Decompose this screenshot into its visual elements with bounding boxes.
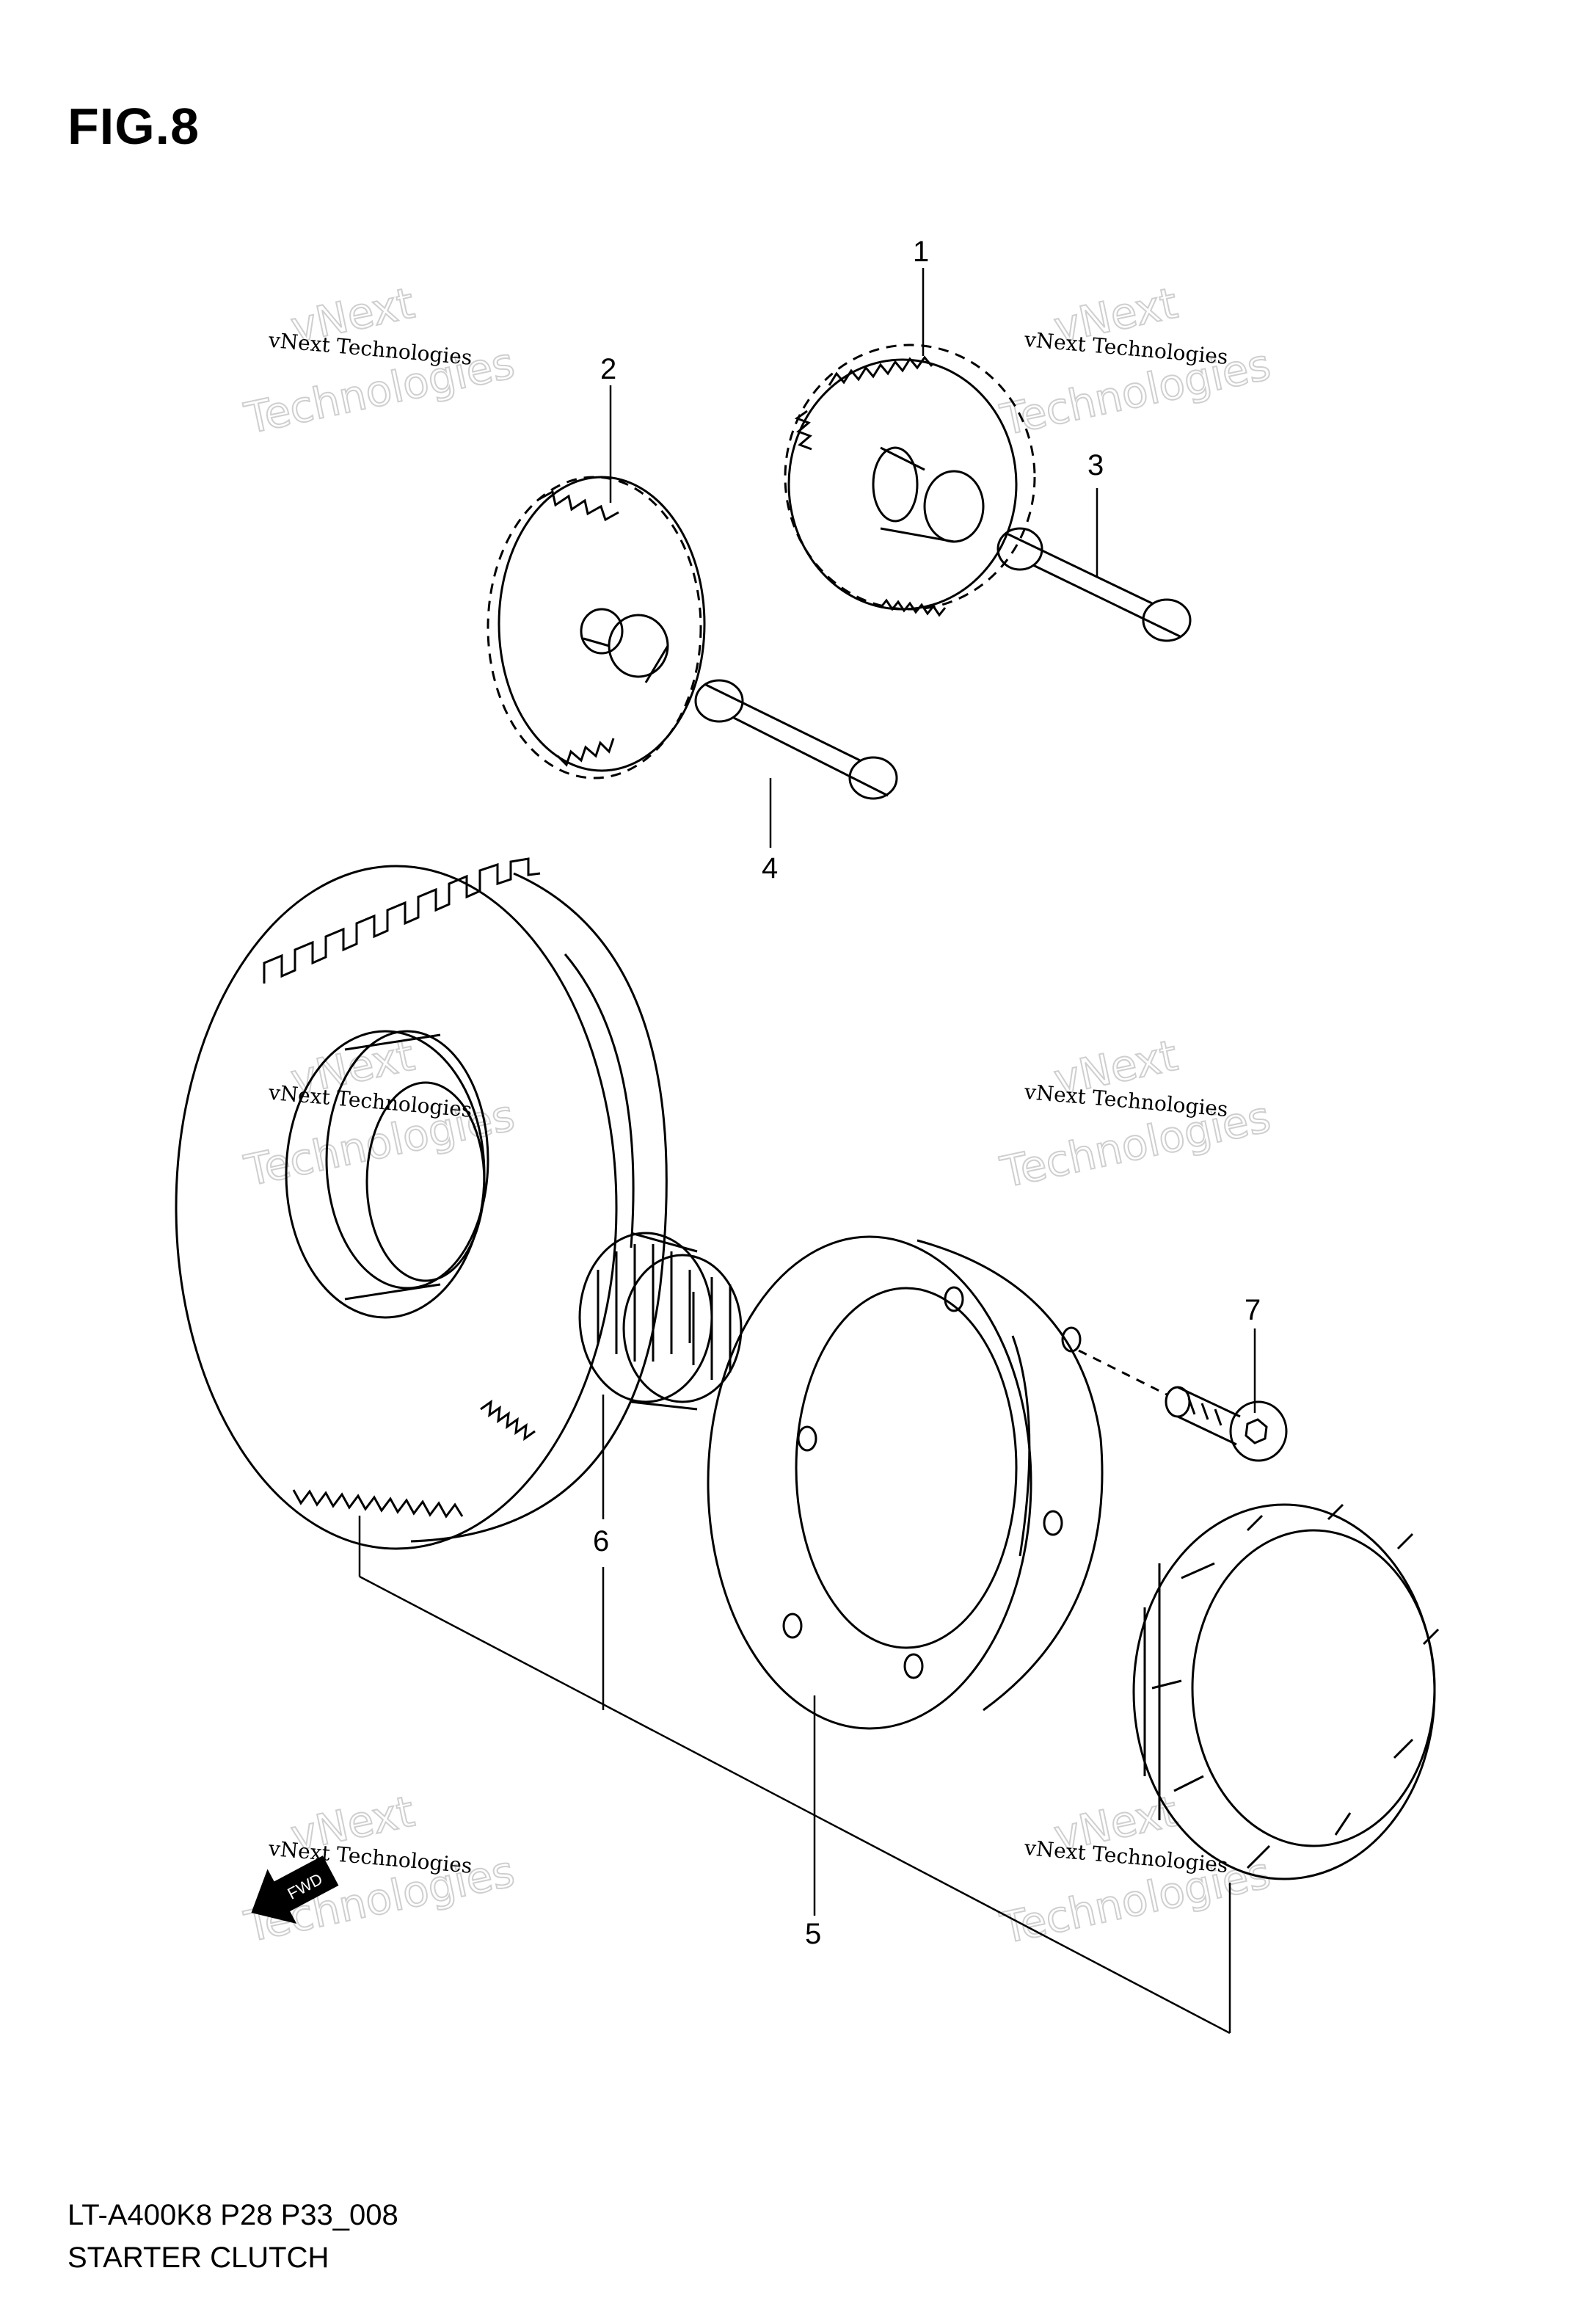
driven-gear-teeth-top [264, 859, 540, 984]
leader-lines [360, 268, 1255, 2033]
forward-arrow-shape [238, 1845, 344, 1938]
callout-4: 4 [762, 852, 778, 884]
part-4-shaft[interactable] [696, 680, 897, 799]
clutch-bolt-hole-3 [798, 1427, 816, 1450]
callout-labels: 1 2 3 4 5 6 7 [593, 236, 1261, 1950]
bearing-6-front [580, 1233, 712, 1402]
bolt-7-hex-socket [1246, 1419, 1267, 1443]
part-5-clutch-body[interactable] [708, 1237, 1102, 1728]
shaft-4-top-edge [704, 684, 860, 760]
one-way-clutch-rollers [1152, 1505, 1438, 1868]
watermark-mid-right: vNext Technologies vNext Technologies [996, 1030, 1276, 1199]
watermark-mid-left: vNext Technologies vNext Technologies [239, 1030, 520, 1197]
gear-2-outline [488, 477, 701, 778]
part-1-reduction-gear[interactable] [785, 345, 1035, 615]
gear-1-teeth-top [829, 357, 932, 385]
bearing-6-needles [598, 1244, 690, 1362]
watermark-bottom-left: vNext Technologies vNext Technologies [239, 1786, 520, 1953]
gear-2-boss-sides [583, 639, 668, 683]
gear-1-face [789, 360, 1016, 609]
clutch-bolt-hole-1 [945, 1287, 963, 1311]
watermark-top-left: vNext Technologies vNext Technologies [239, 277, 520, 445]
driven-gear-rim-inner [565, 954, 633, 1248]
bolt-7-shank [1178, 1387, 1240, 1444]
clutch-bolt-hole-6 [905, 1654, 922, 1678]
shaft-4-bottom-edge [734, 718, 888, 796]
bolt-7-leader-dashed [1079, 1351, 1167, 1395]
clutch-body-front [708, 1237, 1031, 1728]
one-way-clutch-inner [1192, 1530, 1435, 1846]
callout-6: 6 [593, 1525, 609, 1557]
gear-2-face [499, 477, 704, 771]
clutch-body-bore-depth [1013, 1336, 1030, 1556]
watermark-top-right: vNext Technologies vNext Technologies [996, 277, 1276, 446]
one-way-clutch-cage-edge [1145, 1563, 1159, 1820]
shaft-4-end-near [696, 680, 743, 721]
gear-1-boss-end [925, 471, 983, 542]
driven-gear-outer-back [411, 873, 666, 1541]
shaft-3-bottom-edge [1033, 565, 1181, 637]
gear-2-boss-front [581, 609, 622, 653]
driven-gear-hub-boss [327, 1031, 488, 1288]
gear-1-teeth-bottom [881, 600, 945, 615]
part-6-needle-bearing[interactable] [580, 1233, 741, 1409]
clutch-bolt-hole-4 [1044, 1511, 1062, 1535]
gear-1-teeth-left [797, 411, 812, 449]
watermark-bottom-right: vNext Technologies vNext Technologies [996, 1786, 1276, 1955]
bearing-6-edges [631, 1233, 697, 1409]
one-way-clutch[interactable] [1134, 1505, 1438, 1879]
clutch-body-back [917, 1240, 1102, 1710]
clutch-bolt-hole-5 [784, 1614, 801, 1637]
gear-2-teeth-top [539, 492, 619, 520]
bracket-diagonal [360, 1577, 1230, 2033]
shaft-4-end-far [850, 757, 897, 799]
driven-gear-hub-bore [367, 1083, 484, 1281]
group-name: STARTER CLUTCH [68, 2242, 329, 2274]
clutch-body-bore [796, 1288, 1016, 1648]
figure-title: FIG.8 [68, 98, 200, 155]
gear-1-boss-sides [881, 448, 954, 542]
shaft-3-top-edge [1005, 533, 1152, 603]
callout-3: 3 [1087, 449, 1104, 481]
driven-gear-hub-sides [345, 1035, 440, 1299]
bearing-6-needles-inner [693, 1277, 730, 1380]
driven-gear-teeth-lower-right [481, 1402, 535, 1439]
shaft-3-end-far [1143, 600, 1190, 641]
callout-5: 5 [805, 1918, 821, 1950]
part-7-bolt[interactable] [1079, 1351, 1286, 1461]
starter-driven-gear[interactable] [176, 859, 666, 1549]
gear-2-teeth-bottom [558, 738, 613, 765]
part-2-idle-gear[interactable] [488, 477, 704, 778]
part-3-shaft[interactable] [998, 528, 1190, 641]
callout-1: 1 [913, 236, 929, 268]
model-code: LT-A400K8 P28 P33_008 [68, 2199, 398, 2231]
driven-gear-teeth-bottom [294, 1490, 462, 1516]
clutch-bolt-hole-2 [1063, 1328, 1080, 1351]
bearing-6-bore [624, 1255, 741, 1402]
gear-1-boss-base [873, 448, 917, 521]
callout-7: 7 [1245, 1294, 1261, 1326]
driven-gear-outer-front [176, 866, 616, 1549]
shaft-3-end-near [998, 528, 1042, 570]
bolt-7-head [1231, 1402, 1286, 1461]
callout-2: 2 [600, 353, 616, 385]
gear-1-rim [785, 345, 1035, 609]
bolt-7-thread [1189, 1398, 1221, 1425]
